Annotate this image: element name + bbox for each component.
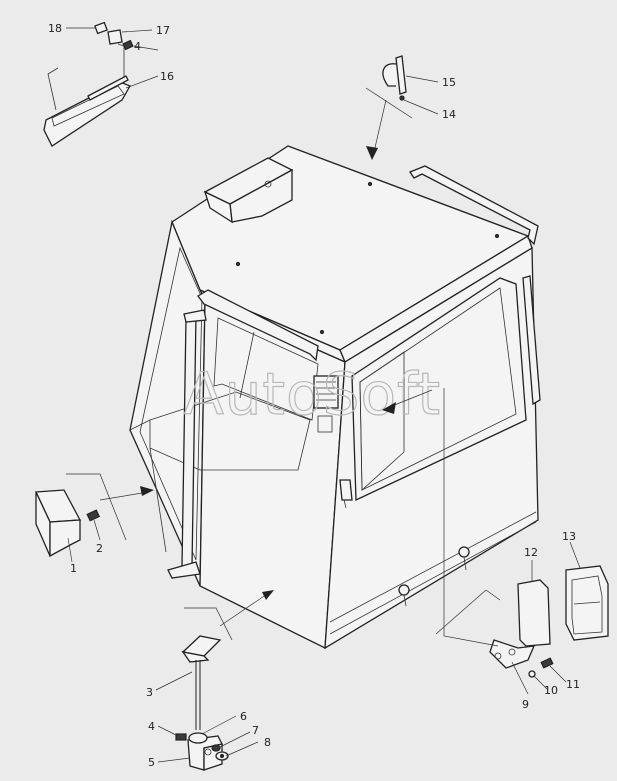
part-2-screw xyxy=(86,509,101,522)
callout-7: 7 xyxy=(252,724,259,737)
callout-6: 6 xyxy=(240,710,247,723)
callout-3: 3 xyxy=(146,686,153,699)
cab-mount-front xyxy=(398,584,410,607)
part-7-washer xyxy=(211,744,221,752)
roof-rail-front xyxy=(197,289,319,362)
part-4-bolt-upper xyxy=(122,39,134,51)
callout-13: 13 xyxy=(562,530,576,543)
part-8-nut xyxy=(215,751,229,761)
part-17-bracket xyxy=(107,29,123,45)
part-3-rod xyxy=(181,635,222,730)
callout-2: 2 xyxy=(96,542,103,555)
callout-1: 1 xyxy=(70,562,77,575)
roof-rail-right xyxy=(409,165,539,246)
part-1-block xyxy=(35,489,82,558)
callout-12: 12 xyxy=(524,546,538,559)
callout-4-upper: 4 xyxy=(134,40,141,53)
callout-18: 18 xyxy=(48,22,62,35)
callout-11: 11 xyxy=(566,678,580,691)
part-15-hook xyxy=(382,55,407,95)
callout-10: 10 xyxy=(544,684,558,697)
part-6-washer xyxy=(188,732,208,744)
cab-mount-rear xyxy=(458,546,470,571)
callout-15: 15 xyxy=(442,76,456,89)
part-4-bolt-lower xyxy=(175,733,187,741)
part-13-cover xyxy=(565,565,609,641)
door-vent xyxy=(313,375,339,409)
callout-8: 8 xyxy=(264,736,271,749)
door-window xyxy=(351,277,527,502)
watermark: AutoSoft xyxy=(184,360,441,428)
callout-leaders xyxy=(66,27,581,763)
cab-left-side xyxy=(199,299,346,650)
part-10-washer xyxy=(528,670,536,678)
callout-5: 5 xyxy=(148,756,155,769)
callout-9: 9 xyxy=(522,698,529,711)
part-12-pad xyxy=(517,579,551,647)
part-16-sun-visor xyxy=(43,43,131,147)
callout-4-lower: 4 xyxy=(148,720,155,733)
callout-17: 17 xyxy=(156,24,170,37)
cab-body xyxy=(129,145,541,650)
part-14-screw xyxy=(399,95,405,101)
part-9-clip xyxy=(489,639,536,669)
callout-16: 16 xyxy=(160,70,174,83)
right-grab-handle xyxy=(522,275,541,406)
part-18-clip xyxy=(94,21,108,35)
part-11-screw xyxy=(540,657,554,669)
callout-14: 14 xyxy=(442,108,456,121)
